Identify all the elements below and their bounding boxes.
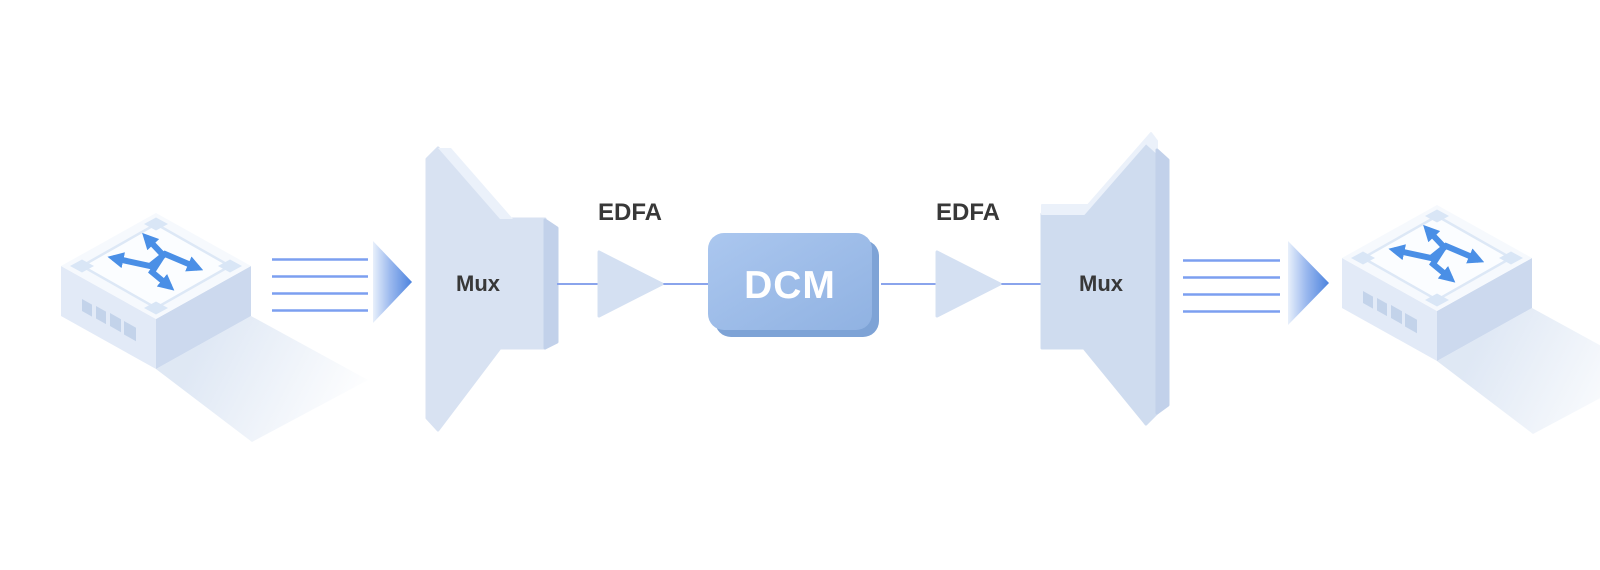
switch-shadow: [156, 316, 368, 442]
flow-arrowhead-icon-right: [1288, 241, 1329, 325]
dcm-box: [708, 233, 872, 330]
dcm-module: DCM: [708, 233, 879, 337]
mux-left: Mux: [425, 146, 559, 432]
edfa-left: EDFA: [597, 199, 664, 318]
switch-crossconnect-icon: [107, 232, 204, 291]
switch-device-left: [61, 213, 368, 442]
edfa-right-label: EDFA: [936, 199, 1000, 226]
edfa-left-label: EDFA: [598, 199, 662, 226]
mux-left-side-face: [543, 218, 559, 350]
mux-right-label: Mux: [1079, 271, 1124, 296]
switch-right-face: [156, 266, 251, 369]
mux-left-label: Mux: [456, 271, 501, 296]
switch-corner-diamonds: [70, 217, 242, 315]
channel-lines-right: [1183, 259, 1280, 313]
mux-right: Mux: [1040, 132, 1170, 426]
edfa-right: EDFA: [935, 199, 1002, 318]
dcm-label: DCM: [744, 264, 836, 307]
channel-lines-left: [272, 258, 368, 312]
switch-left-face: [61, 266, 156, 369]
edfa-right-amplifier-triangle-icon: [935, 250, 1002, 318]
edfa-left-amplifier-triangle-icon: [597, 250, 664, 318]
switch-device-right: [1342, 205, 1600, 434]
switch-vents: [82, 299, 136, 342]
mux-right-side-face: [1155, 148, 1170, 415]
flow-arrowhead-icon-left: [373, 241, 412, 323]
mux-left-top-bevel: [438, 148, 513, 219]
mux-right-top-bevel: [1041, 132, 1158, 215]
